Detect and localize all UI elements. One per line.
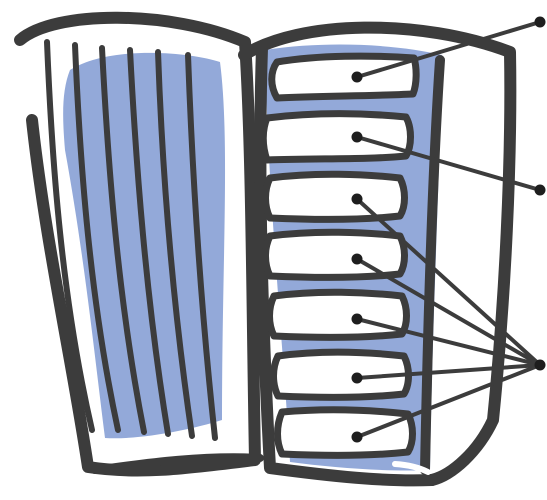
- key-dot: [352, 314, 363, 325]
- callout-endpoint-second: [535, 185, 546, 196]
- accordion-key: [270, 292, 407, 337]
- key-dot: [352, 432, 363, 443]
- keyboard-body: [244, 28, 510, 481]
- key-dot: [352, 254, 363, 265]
- key-dot: [352, 132, 363, 143]
- accordion-key: [278, 410, 413, 455]
- accordion-key: [272, 56, 416, 98]
- callout-endpoint-group: [535, 360, 546, 371]
- keys: [263, 56, 416, 455]
- key-dot: [352, 72, 363, 83]
- accordion-key: [266, 232, 405, 277]
- key-dot: [352, 194, 363, 205]
- callout-endpoint-top: [535, 17, 546, 28]
- accordion-key: [266, 174, 405, 219]
- accordion-key: [263, 114, 410, 160]
- bellows-panel: [20, 18, 260, 471]
- key-dot: [352, 373, 363, 384]
